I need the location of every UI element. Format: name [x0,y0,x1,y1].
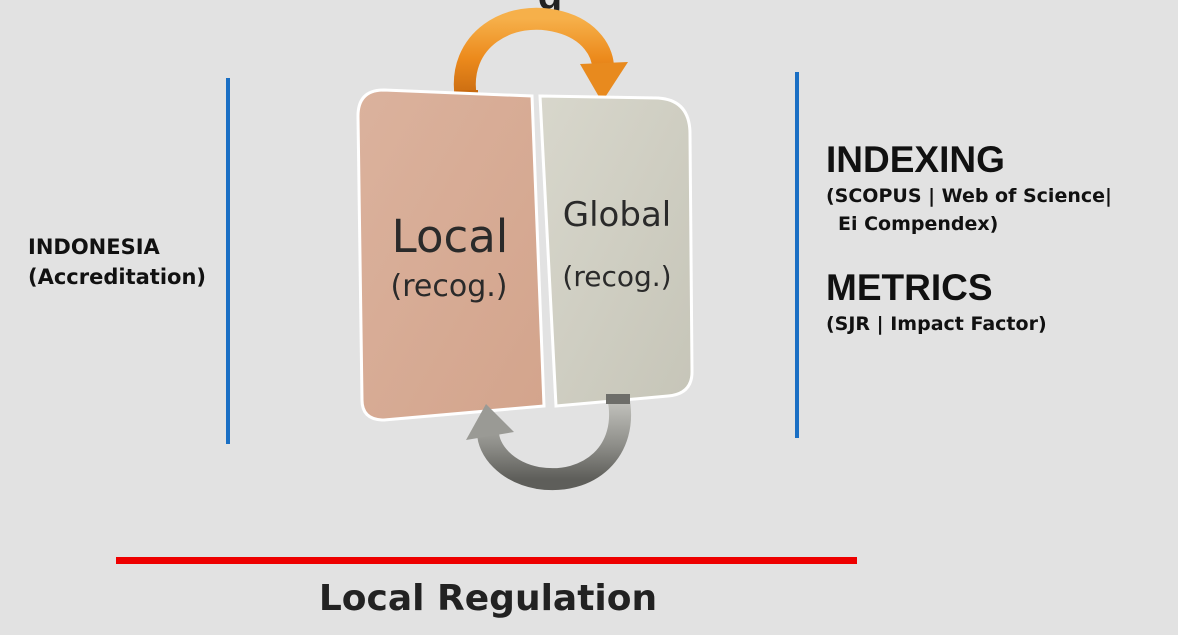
local-panel [356,88,546,422]
right-blue-divider [795,72,799,438]
left-label: INDONESIA (Accreditation) [28,232,206,292]
metrics-line1: (SJR | Impact Factor) [826,313,1047,335]
indexing-heading: INDEXING [826,139,1005,180]
left-blue-divider [226,78,230,444]
left-label-line2: (Accreditation) [28,265,206,289]
global-title: Global [563,195,671,235]
metrics-heading: METRICS [826,267,993,308]
orange-cycle-arrow [453,7,628,102]
bottom-title: Local Regulation [318,578,658,619]
global-panel [538,94,694,408]
red-divider [116,557,857,564]
indexing-line1: (SCOPUS | Web of Science| [826,185,1112,207]
left-label-line1: INDONESIA [28,235,160,259]
global-subtitle: (recog.) [562,260,671,293]
right-info-block: INDEXING (SCOPUS | Web of Science| Ei Co… [826,138,1112,338]
gray-cycle-arrow [466,393,631,491]
indexing-line2: Ei Compendex) [838,213,999,235]
recognition-diagram: Local (recog.) Global (recog.) [356,7,694,491]
local-subtitle: (recog.) [391,269,508,304]
local-title: Local [392,210,509,263]
